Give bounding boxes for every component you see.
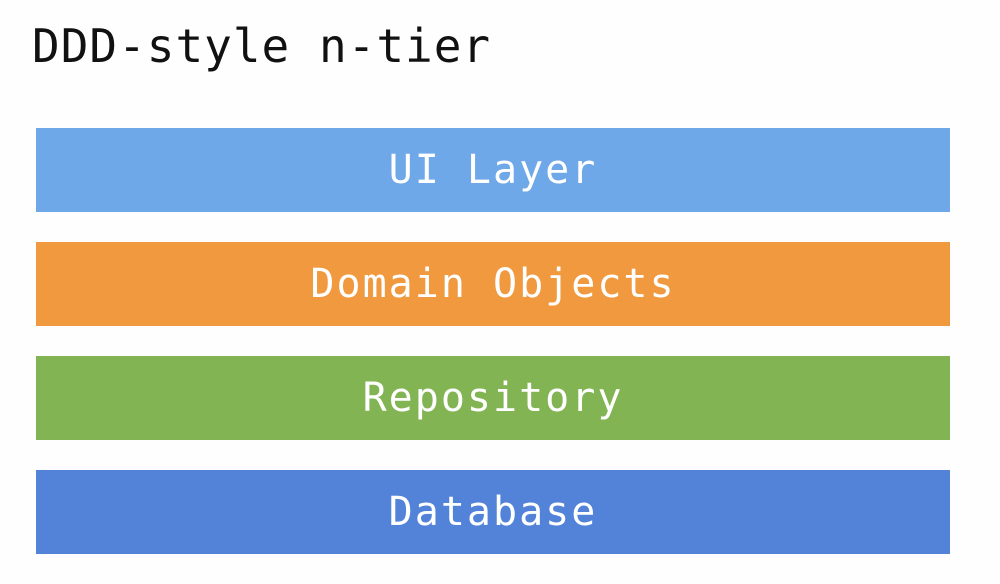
page-title: DDD-style n-tier bbox=[32, 19, 492, 73]
layer-database-label: Database bbox=[388, 489, 598, 535]
layer-database: Database bbox=[36, 470, 950, 554]
layer-ui: UI Layer bbox=[36, 128, 950, 212]
layer-domain-objects: Domain Objects bbox=[36, 242, 950, 326]
layer-domain-objects-label: Domain Objects bbox=[310, 261, 676, 307]
layer-ui-label: UI Layer bbox=[388, 147, 598, 193]
layer-repository: Repository bbox=[36, 356, 950, 440]
layer-stack: UI Layer Domain Objects Repository Datab… bbox=[36, 128, 950, 584]
layer-repository-label: Repository bbox=[362, 375, 624, 421]
